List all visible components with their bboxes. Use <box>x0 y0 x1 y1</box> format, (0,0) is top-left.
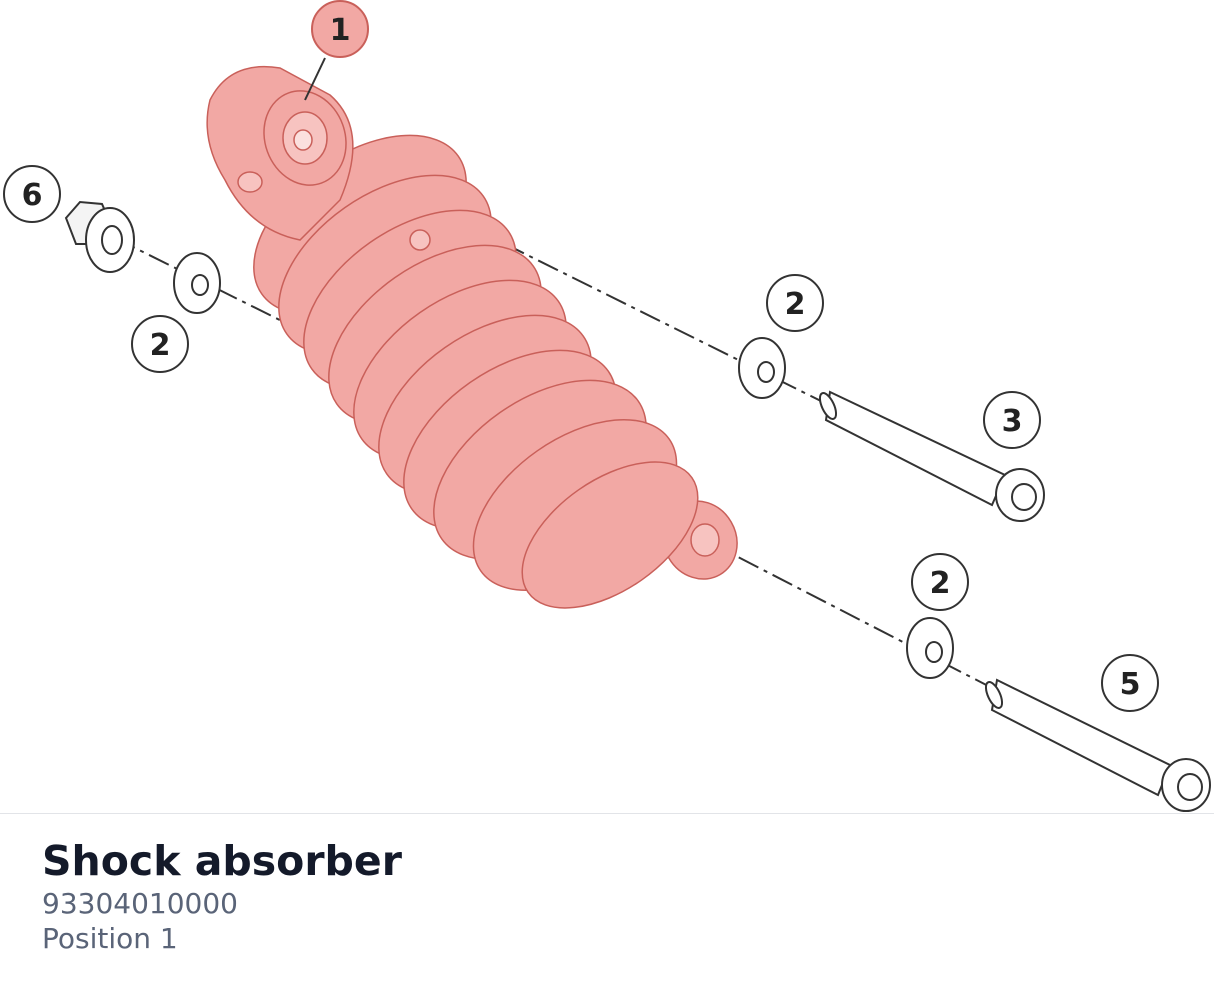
section-divider <box>0 813 1214 814</box>
svg-text:6: 6 <box>22 178 43 213</box>
callout-3[interactable]: 3 <box>983 391 1041 449</box>
svg-text:1: 1 <box>330 13 351 48</box>
bolt-lower-part[interactable] <box>983 678 1211 812</box>
shock-absorber-part[interactable] <box>206 65 751 638</box>
callout-5[interactable]: 5 <box>1101 654 1159 712</box>
part-position: Position 1 <box>42 922 178 955</box>
diagram-svg: 1 6 2 2 3 2 5 <box>3 0 1211 812</box>
svg-text:2: 2 <box>930 566 951 601</box>
callout-2c[interactable]: 2 <box>911 553 969 611</box>
nut-part[interactable] <box>64 200 135 273</box>
part-info-panel: Shock absorber 93304010000 Position 1 <box>42 836 402 956</box>
svg-text:2: 2 <box>785 287 806 322</box>
washer-upper-right-part[interactable] <box>738 337 786 399</box>
svg-text:2: 2 <box>150 328 171 363</box>
svg-text:5: 5 <box>1120 667 1141 702</box>
washer-lower-right-part[interactable] <box>906 617 954 679</box>
callout-1-leader <box>304 57 326 101</box>
callout-2a[interactable]: 2 <box>131 315 189 373</box>
part-title: Shock absorber <box>42 837 402 885</box>
callout-2b[interactable]: 2 <box>766 274 824 332</box>
callout-1[interactable]: 1 <box>311 0 369 58</box>
svg-text:3: 3 <box>1002 404 1023 439</box>
bolt-upper-part[interactable] <box>817 390 1045 522</box>
exploded-view-diagram: 1 6 2 2 3 2 5 <box>3 0 1211 812</box>
part-number: 93304010000 <box>42 887 238 920</box>
callout-6[interactable]: 6 <box>3 165 61 223</box>
washer-left-part[interactable] <box>173 252 221 314</box>
